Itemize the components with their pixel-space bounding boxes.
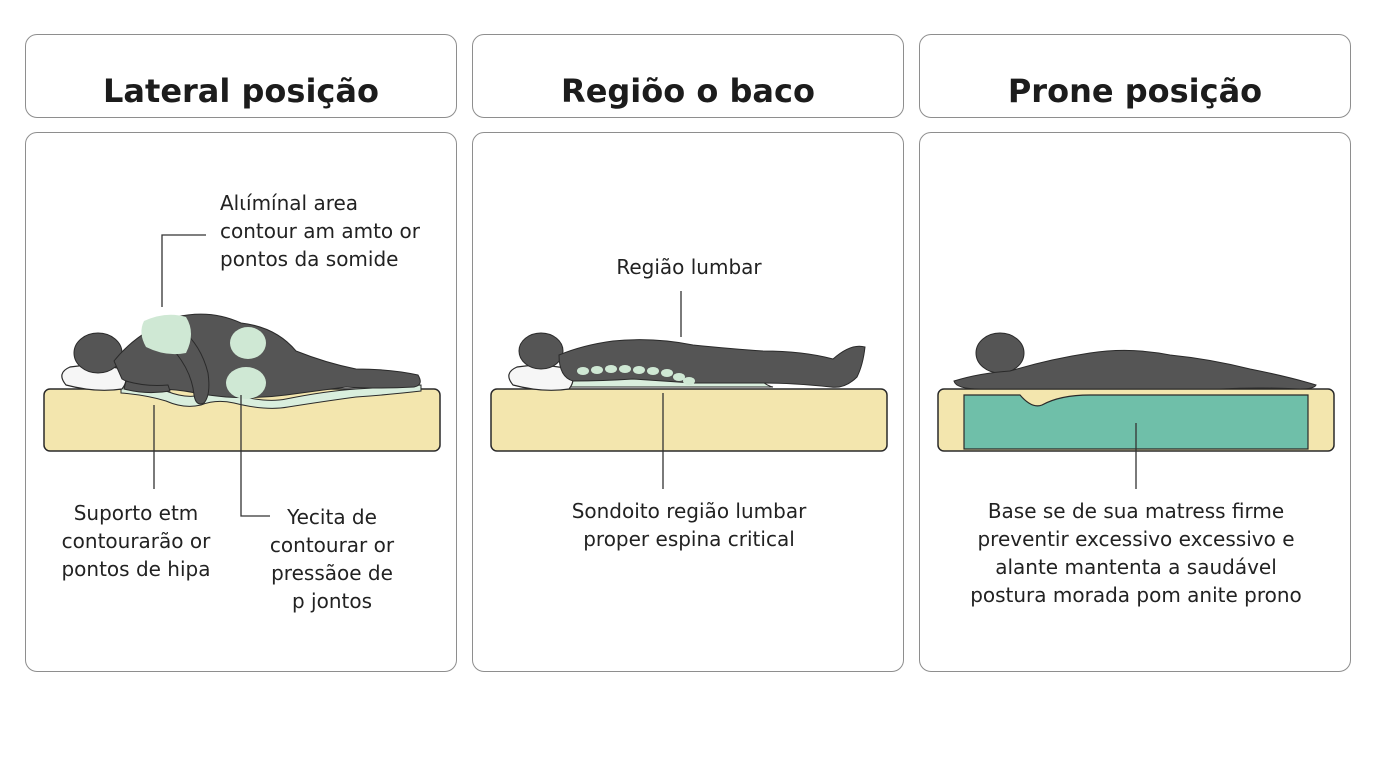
mattress — [490, 388, 888, 452]
hip-highlight — [226, 367, 266, 399]
panel-title-lateral: Lateral posição — [103, 72, 379, 110]
title-box-lateral: Lateral posição — [25, 34, 457, 118]
title-box-back: Regiõo o baco — [472, 34, 904, 118]
panel-prone: Base se de sua matress firme preventir e… — [919, 132, 1351, 672]
label-abdominal-area: Alιímínal area contour am amto or pontos… — [220, 191, 420, 271]
body-silhouette — [953, 332, 1317, 390]
label-lumbar-region: Região lumbar — [616, 255, 762, 279]
spine-highlight — [577, 365, 695, 385]
label-pressure-points: Yecita de contourar or pressãoe de p jon… — [269, 505, 395, 613]
prone-illustration — [937, 332, 1335, 489]
title-box-prone: Prone posição — [919, 34, 1351, 118]
label-lumbar-support: Sondoito região lumbar proper espina cri… — [571, 499, 807, 551]
panel-title-prone: Prone posição — [1007, 72, 1263, 110]
panel-lateral: Alιímínal area contour am amto or pontos… — [25, 132, 457, 672]
firm-base — [963, 394, 1309, 450]
panel-back: Região lumbar Sondoito região lumbar pro… — [472, 132, 904, 672]
leader-top — [161, 234, 206, 307]
leader-bottom-right — [240, 395, 270, 517]
panel-title-back: Regiõo o baco — [561, 72, 815, 110]
waist-highlight — [230, 327, 266, 359]
label-firm-base: Base se de sua matress firme preventir e… — [970, 499, 1302, 607]
body-silhouette — [518, 332, 866, 388]
lateral-illustration — [43, 234, 441, 517]
label-hip-support: Suporto etm contourarão or pontos de hip… — [61, 501, 211, 581]
shoulder-highlight — [141, 314, 191, 355]
back-illustration — [490, 291, 888, 489]
